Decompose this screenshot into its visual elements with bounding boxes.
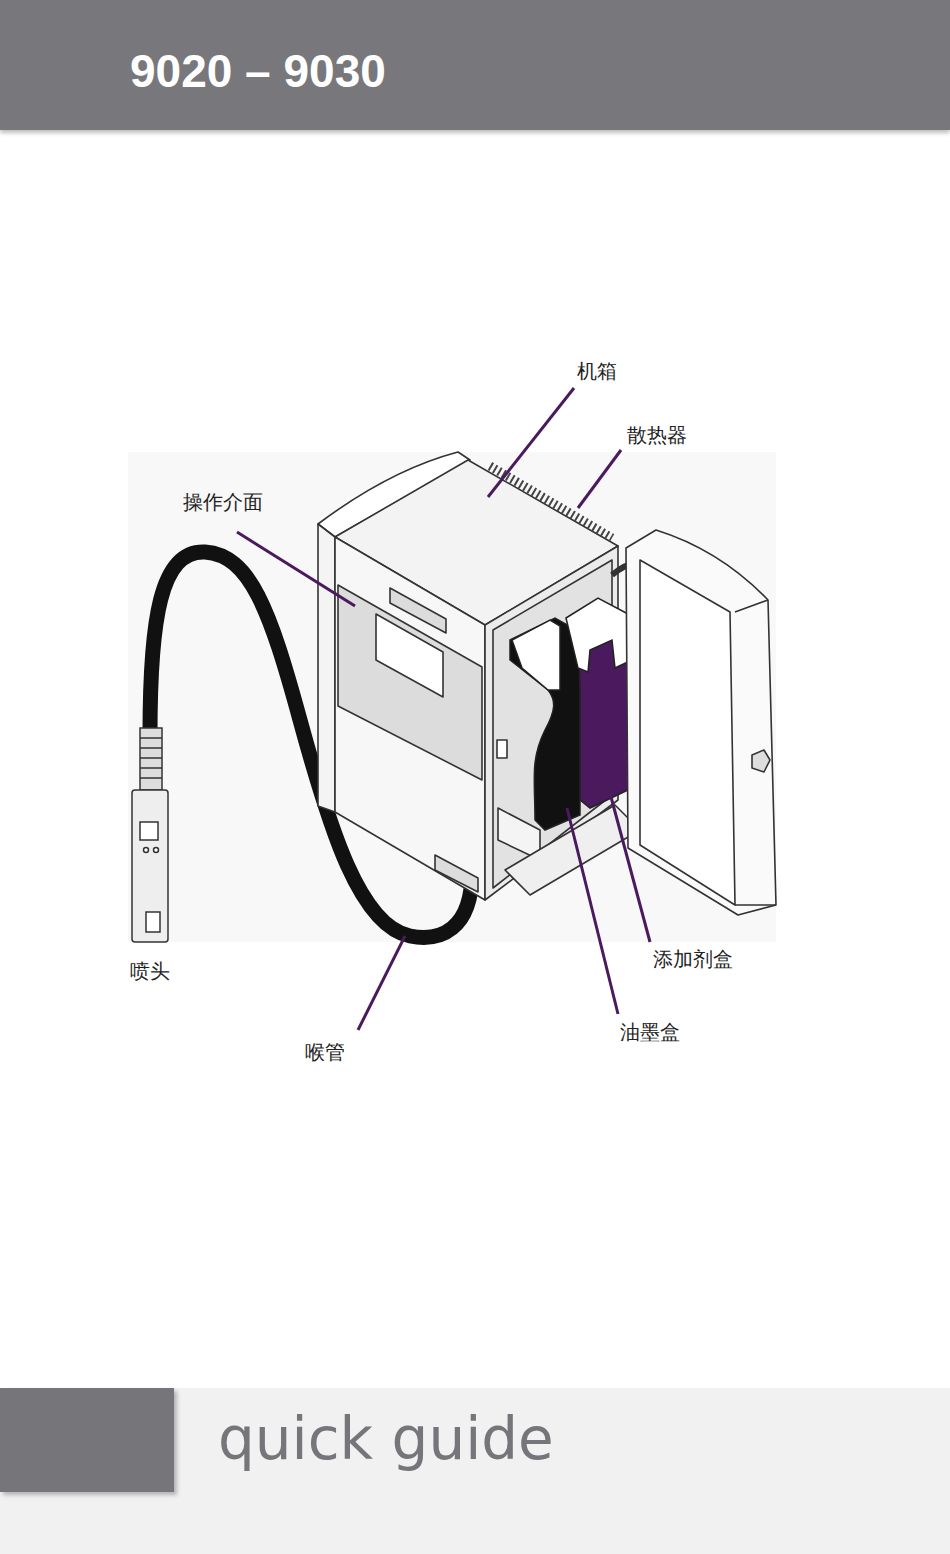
ink-cartridge [510, 618, 580, 830]
caption: quick guide [218, 1408, 554, 1472]
print-head [132, 728, 168, 942]
part-label: 喉管 [305, 1041, 345, 1063]
additive-cartridge [566, 598, 632, 808]
leader-lines [237, 388, 650, 1030]
part-label: 操作介面 [183, 491, 263, 513]
door [626, 530, 776, 915]
title: 9020 – 9030 [130, 46, 386, 97]
heat-sink [490, 466, 612, 538]
illustration-ground [128, 452, 776, 942]
cabinet [318, 452, 640, 900]
footer-tab [0, 1388, 174, 1492]
part-label: 油墨盒 [620, 1021, 680, 1043]
part-label: 喷头 [130, 960, 170, 982]
part-label: 添加剂盒 [653, 948, 733, 970]
part-label: 散热器 [627, 424, 687, 446]
part-label: 机箱 [577, 360, 617, 382]
